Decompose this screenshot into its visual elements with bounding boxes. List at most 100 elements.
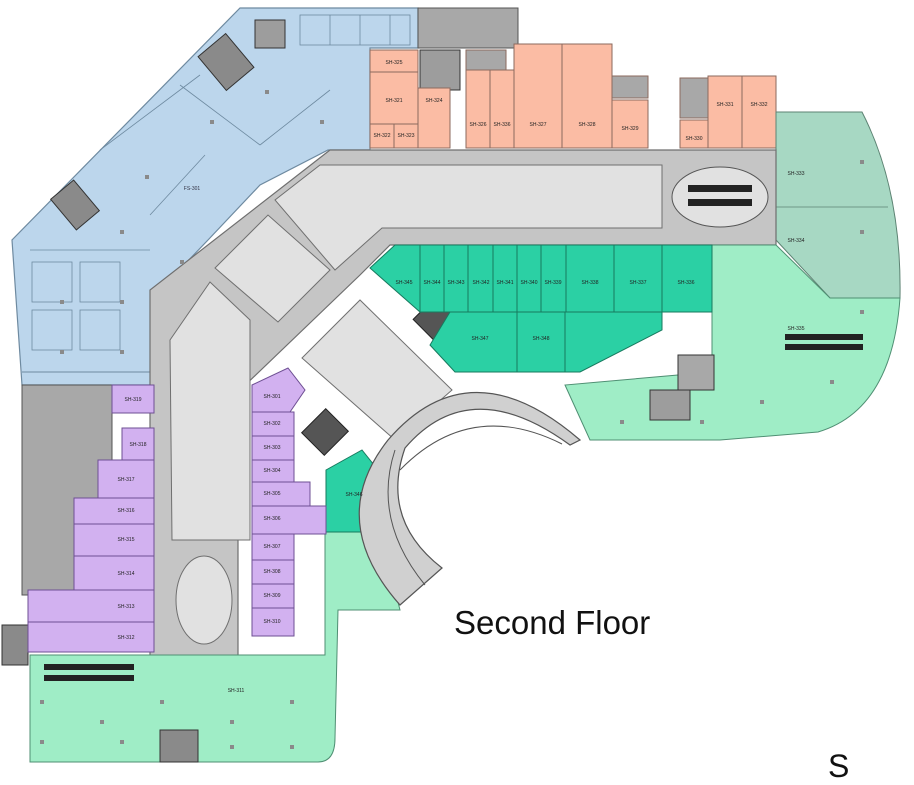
unit-label-sh323: SH-323: [398, 133, 415, 139]
unit-sh329[interactable]: [611, 99, 649, 149]
lift-icon: [465, 49, 507, 71]
unit-sh305[interactable]: [251, 481, 311, 507]
column-dot: [120, 230, 124, 234]
unit-sh310[interactable]: [251, 607, 295, 637]
unit-sh340[interactable]: [516, 244, 542, 313]
unit-label-sh319: SH-319: [125, 397, 142, 403]
unit-label-sh302: SH-302: [264, 421, 281, 427]
column-dot: [860, 310, 864, 314]
column-dot: [145, 175, 149, 179]
column-dot: [40, 740, 44, 744]
staircase-icon: [197, 32, 255, 92]
unit-sh348[interactable]: [516, 311, 566, 373]
unit-sh313[interactable]: [27, 589, 155, 623]
unit-label-sh333: SH-333: [788, 171, 805, 177]
unit-label-sh316: SH-316: [118, 508, 135, 514]
unit-sh338[interactable]: [565, 244, 615, 313]
atrium-void: [169, 281, 251, 541]
unit-label-sh328: SH-328: [579, 122, 596, 128]
unit-label-sh343: SH-343: [448, 280, 465, 286]
unit-label-sh314: SH-314: [118, 571, 135, 577]
escalator-icon: [785, 344, 863, 350]
unit-label-sh347: SH-347: [472, 336, 489, 342]
unit-label-sh311: SH-311: [228, 688, 245, 694]
unit-sh336[interactable]: [489, 69, 515, 149]
unit-sh323[interactable]: [393, 123, 419, 149]
unit-sh316[interactable]: [73, 497, 155, 525]
unit-label-sh307: SH-307: [264, 544, 281, 550]
column-dot: [230, 720, 234, 724]
unit-label-sh336: SH-336: [494, 122, 511, 128]
corner-mark: S: [828, 748, 850, 784]
unit-sh341[interactable]: [492, 244, 518, 313]
unit-sh337[interactable]: [613, 244, 663, 313]
unit-label-sh330: SH-330: [686, 136, 703, 142]
column-dot: [620, 420, 624, 424]
column-dot: [60, 300, 64, 304]
unit-sh307[interactable]: [251, 533, 295, 561]
zone-hypermarket[interactable]: FS-301: [11, 7, 419, 386]
atrium-void: [175, 555, 233, 645]
unit-label-sh339: SH-339: [545, 280, 562, 286]
unit-label-sh341: SH-341: [497, 280, 514, 286]
zone-teal-shops: [325, 244, 713, 533]
unit-label-sh317: SH-317: [118, 477, 135, 483]
staircase-icon: [611, 75, 649, 99]
lift-icon: [254, 19, 286, 49]
unit-sh330[interactable]: [679, 119, 709, 149]
unit-sh324[interactable]: [417, 87, 451, 149]
unit-label-sh345: SH-345: [396, 280, 413, 286]
unit-sh332[interactable]: [741, 75, 777, 149]
floor-title: Second Floor: [454, 604, 651, 641]
column-dot: [700, 420, 704, 424]
unit-label-sh346: SH-346: [346, 492, 363, 498]
unit-label-sh312: SH-312: [118, 635, 135, 641]
unit-sh312[interactable]: [27, 621, 155, 653]
unit-sh328[interactable]: [561, 43, 613, 149]
unit-sh314[interactable]: [73, 555, 155, 591]
unit-label-sh301: SH-301: [264, 394, 281, 400]
unit-sh326[interactable]: [465, 69, 491, 149]
unit-label-sh329: SH-329: [622, 126, 639, 132]
unit-label-sh308: SH-308: [264, 569, 281, 575]
column-dot: [60, 350, 64, 354]
service-core-north: [417, 7, 519, 49]
unit-sh336b[interactable]: [661, 244, 713, 313]
unit-sh301[interactable]: [251, 367, 306, 413]
column-dot: [180, 260, 184, 264]
unit-sh331[interactable]: [707, 75, 743, 149]
unit-label-sh338: SH-338: [582, 280, 599, 286]
zone-mint-anchor[interactable]: [564, 244, 901, 441]
unit-label-sh325: SH-325: [386, 60, 403, 66]
escalator-icon: [44, 664, 134, 670]
unit-sh342[interactable]: [467, 244, 494, 313]
unit-label-sh340: SH-340: [521, 280, 538, 286]
lift-icon: [419, 49, 461, 91]
unit-sh347[interactable]: [429, 311, 518, 373]
unit-label-sh335: SH-335: [788, 326, 805, 332]
unit-sh308[interactable]: [251, 559, 295, 585]
zone-violet-west: [27, 384, 155, 653]
unit-sh327[interactable]: [513, 43, 563, 149]
column-dot: [290, 745, 294, 749]
unit-sh343[interactable]: [443, 244, 469, 313]
column-dot: [40, 700, 44, 704]
escalator-icon: [785, 334, 863, 340]
unit-sh317[interactable]: [97, 459, 155, 499]
unit-label-sh344: SH-344: [424, 280, 441, 286]
unit-label-sh336b: SH-336: [678, 280, 695, 286]
unit-sh306[interactable]: [251, 505, 327, 535]
unit-sh339[interactable]: [540, 244, 567, 313]
column-dot: [120, 740, 124, 744]
column-dot: [290, 700, 294, 704]
unit-label-sh331: SH-331: [717, 102, 734, 108]
crescent-walkway: [358, 391, 582, 606]
unit-sh344[interactable]: [419, 244, 445, 313]
floor-plan: FS-301: [1, 7, 901, 763]
unit-sh319[interactable]: [111, 384, 155, 414]
unit-label-sh324: SH-324: [426, 98, 443, 104]
unit-sh315[interactable]: [73, 523, 155, 557]
unit-sh318[interactable]: [121, 427, 155, 461]
unit-label-sh306: SH-306: [264, 516, 281, 522]
column-dot: [860, 160, 864, 164]
